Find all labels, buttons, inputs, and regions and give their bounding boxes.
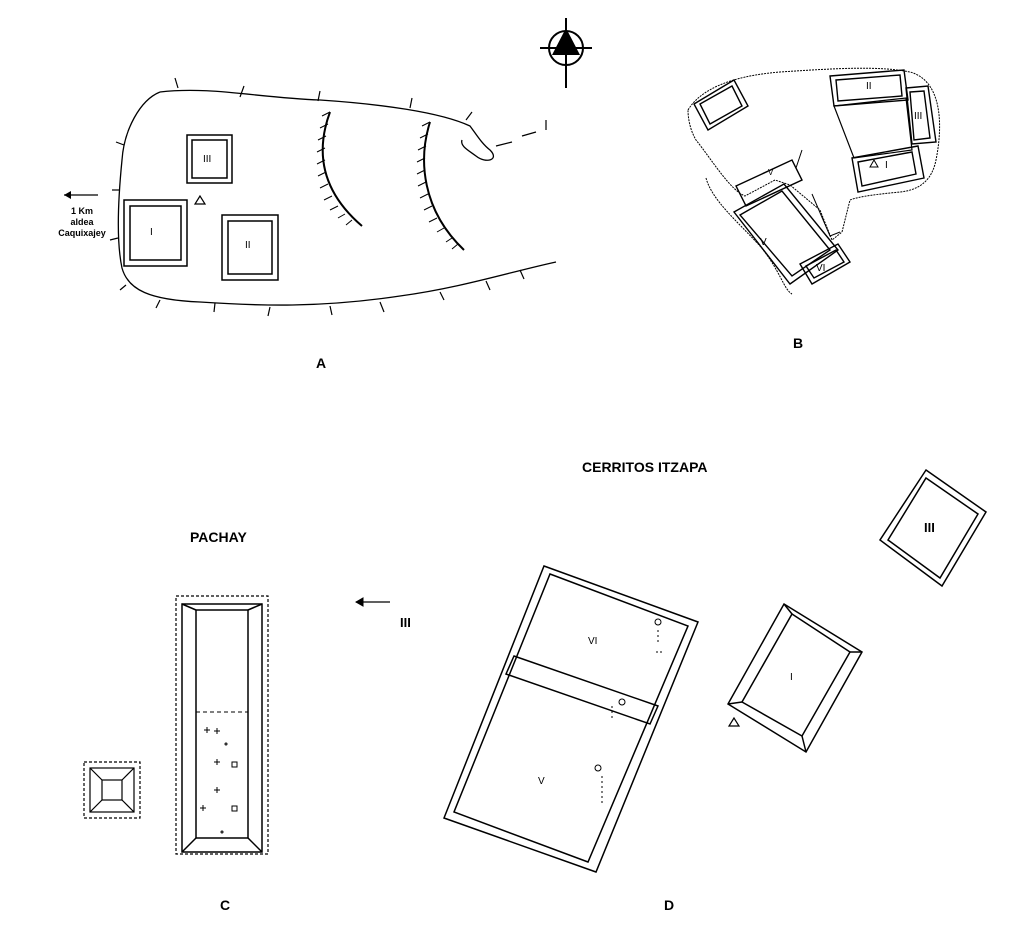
panel-a-plan (64, 77, 557, 317)
panel-d-large-platform (443, 565, 699, 873)
panel-d-label-I: I (790, 672, 793, 683)
panel-b-label-VI: VI (816, 263, 826, 274)
panel-c-arrow-icon (354, 597, 390, 607)
panel-c-main-structure (181, 603, 263, 853)
panel-d-datum-icon (727, 716, 741, 727)
panel-b-structure-III (905, 85, 937, 145)
panel-b-mound (693, 79, 749, 131)
panel-a-letter: A (316, 355, 327, 371)
panel-a-west-arrow-icon (64, 191, 98, 199)
panel-b-structure-VI (799, 243, 851, 285)
panel-b-structure-v-small (735, 159, 803, 207)
panel-b-label-v-small: V (768, 168, 774, 177)
panel-c-title: PACHAY (190, 529, 247, 545)
panel-d-features (594, 618, 662, 806)
north-arrow-icon (540, 18, 592, 88)
panel-b-letter: B (793, 335, 804, 351)
panel-b-structure-V (732, 183, 840, 285)
panel-d-structure-I (726, 602, 864, 754)
panel-c-plan (83, 595, 390, 855)
panel-a-datum-icon (193, 194, 207, 205)
panel-a-direction-note: 1 Km aldea Caquixajey (58, 206, 106, 238)
panel-d-label-VI: VI (588, 636, 598, 647)
panel-b-label-II: II (866, 81, 872, 92)
panel-a-label-II: II (245, 240, 251, 251)
panel-d-title: CERRITOS ITZAPA (582, 459, 708, 475)
panel-c-letter: C (220, 897, 231, 913)
panel-a-structure-III (186, 134, 233, 184)
panel-d-letter: D (664, 897, 675, 913)
panel-b-label-I: I (885, 160, 888, 171)
panel-d-label-III: III (924, 520, 935, 535)
panel-b-label-V: V (760, 237, 767, 248)
panel-b-datum-icon (869, 158, 879, 168)
panel-c-features (200, 727, 238, 834)
panel-b-plan (687, 67, 941, 295)
panel-a-structure-I (123, 199, 188, 267)
panel-d-label-V: V (538, 776, 545, 787)
panel-a-label-III: III (203, 154, 212, 165)
panel-b-hill-outline (687, 67, 941, 241)
panel-c-small-mound (83, 761, 141, 819)
panel-d-structure-III (878, 468, 988, 588)
panel-b-structure-I (851, 145, 925, 193)
panel-c-outer-mound (175, 595, 269, 855)
panel-d-plan (443, 468, 988, 873)
panel-a-structure-II (221, 214, 279, 281)
panel-a-hill-outline (159, 89, 495, 161)
panel-b-structure-II (829, 69, 909, 107)
panel-b-label-III: III (914, 111, 923, 122)
panel-a-label-I: I (150, 227, 153, 238)
panel-c-arrow-label: III (400, 615, 411, 630)
